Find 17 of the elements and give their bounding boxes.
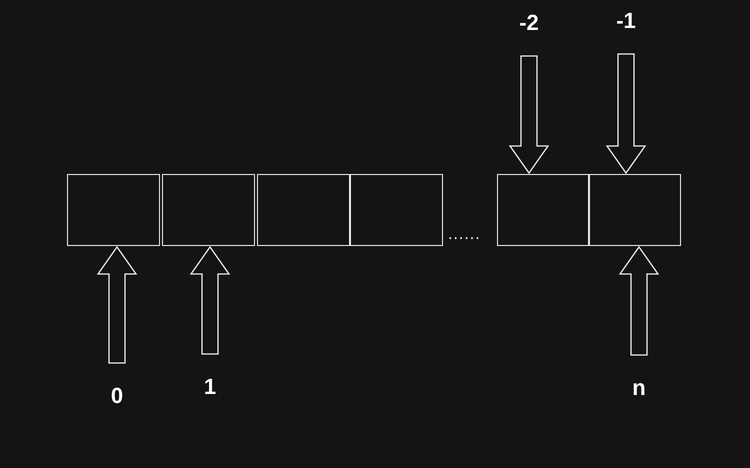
index-label: -2 [514, 10, 544, 36]
arrow [96, 246, 138, 364]
index-label: 1 [195, 374, 225, 400]
arrow [606, 53, 646, 174]
array-cell [350, 174, 443, 246]
array-cell [67, 174, 160, 246]
ellipsis-text: ...... [448, 226, 481, 244]
array-cell [162, 174, 255, 246]
arrow [618, 246, 660, 356]
array-cell [497, 174, 589, 246]
arrow [508, 55, 550, 174]
index-label: n [624, 375, 654, 401]
arrow [190, 246, 230, 355]
array-cell [257, 174, 350, 246]
index-label: -1 [611, 8, 641, 34]
index-label: 0 [102, 383, 132, 409]
array-cell [589, 174, 681, 246]
